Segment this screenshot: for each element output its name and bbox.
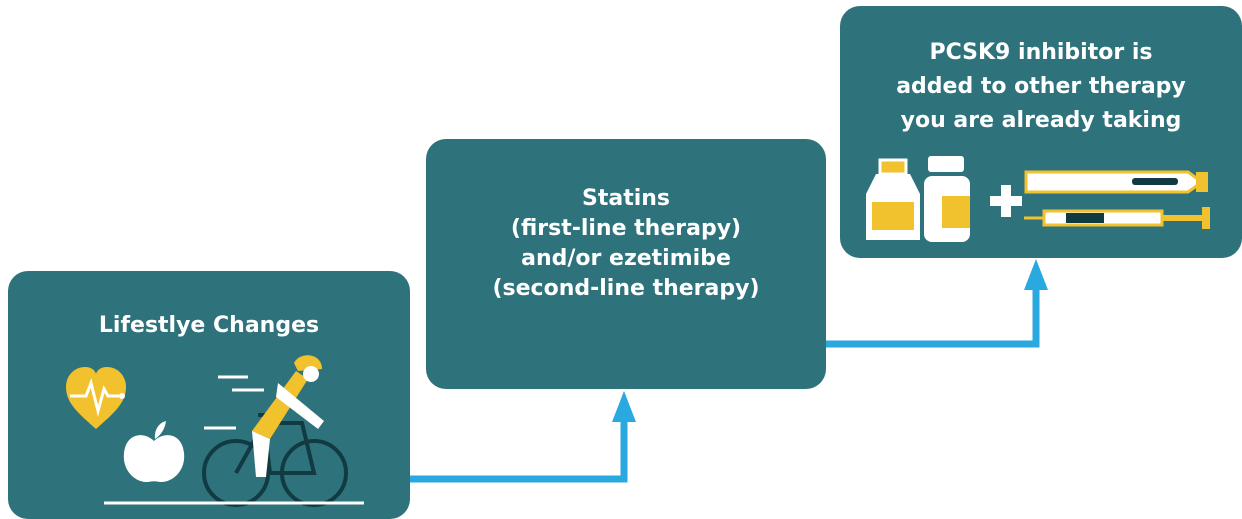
pill-bottle-icon [924,156,970,242]
step-text-line: (second-line therapy) [492,276,760,301]
apple-icon [123,421,185,483]
step-text: PCSK9 inhibitor is added to other therap… [840,36,1242,138]
step-text-line: Statins [581,186,671,211]
cyclist-icon [202,355,348,507]
plus-icon [990,185,1022,217]
step1-illustration [66,355,364,507]
step-text-line: and/or ezetimibe [521,246,731,271]
pill-bottle-icon [866,158,920,240]
step-pcsk9-inhibitor: PCSK9 inhibitor is added to other therap… [840,6,1242,258]
step-text-line: added to other therapy [896,74,1186,99]
step-text-line: (first-line therapy) [510,216,742,241]
step3-illustration [866,156,1210,242]
arrow-step2-to-step3 [826,259,1048,348]
step-text-line: PCSK9 inhibitor is [929,40,1153,65]
step-statins-ezetimibe: Statins (first-line therapy) and/or ezet… [426,139,826,389]
step-text: Statins (first-line therapy) and/or ezet… [426,184,826,304]
step-text-line: you are already taking [900,108,1182,133]
arrow-step1-to-step2 [410,391,636,483]
syringe-icon [1024,207,1210,229]
step-lifestyle-changes: Lifestlye Changes [8,271,410,519]
auto-injector-pen-icon [1024,170,1208,194]
heart-pulse-icon [66,367,126,429]
step-title: Lifestlye Changes [98,313,320,338]
